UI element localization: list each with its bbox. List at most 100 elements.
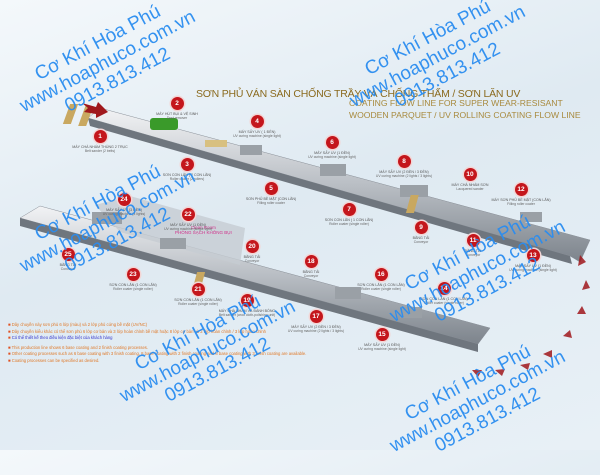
station-name-vn: BĂNG TẢI: [464, 249, 482, 253]
station-name-vn: SƠN CON LĂN (1 CON LĂN): [174, 298, 222, 302]
station-name-en: Roller coater (single roller): [113, 287, 153, 291]
station-name-en: Roller coater (single roller): [178, 302, 218, 306]
lower-conveyor-side: [20, 218, 478, 352]
station-number-badge: 8: [397, 155, 411, 168]
notes-list: Dây chuyền này sơn phủ 6 lớp (màu) và 2 …: [8, 322, 307, 365]
page-title: SƠN PHỦ VÁN SÀN CHỐNG TRẦY VÀ CHỐNG THẤM…: [196, 88, 521, 100]
station-name-vn: BĂNG TẢI: [412, 236, 430, 240]
station-number-badge: 25: [61, 248, 75, 261]
note: Dây chuyền kiểu khác có thể sơn phủ 6 lớ…: [8, 329, 306, 336]
station-number-badge: 5: [264, 182, 278, 195]
station-name-en: Roller coater (single roller): [361, 287, 401, 291]
station-name-en: UV curing machine (2 lights / 3 lights): [287, 329, 345, 333]
note: Coating processes can be specified as de…: [8, 358, 306, 365]
station-name-vn: MÁY SẤY UV (1 ĐÈN): [515, 264, 551, 268]
station-name-vn: BĂNG TẢI: [243, 255, 261, 259]
station-number-badge: 23: [126, 268, 140, 281]
station-name-vn: SƠN CON LĂN (1 CON LĂN): [109, 283, 157, 287]
station-name-vn: MÁY CHÀ NHÁM SƠN: [451, 183, 489, 187]
note: Other coating processes such as 6 base c…: [8, 351, 307, 358]
station-number-badge: 10: [463, 168, 477, 181]
station-number-badge: 4: [250, 115, 264, 128]
station-number-badge: 12: [514, 183, 528, 196]
station-name-vn: BĂNG TẢI: [59, 263, 77, 267]
station-name-vn: MÁY SẤY UV (1 ĐÈN): [170, 223, 206, 227]
station-name-vn: SƠN CON LĂN ( 1 CON LĂN): [324, 218, 374, 222]
station-number-badge: 16: [374, 268, 388, 281]
conveyor-diagram: [19, 102, 591, 377]
station-name-en: UV curing machine (single light): [308, 155, 356, 159]
station-name-en: Conveyor: [413, 240, 429, 244]
station-name-vn: SƠN PHỦ BỀ MẶT (CON LĂN): [245, 197, 297, 201]
station-number-badge: 13: [526, 249, 540, 262]
note: This production line shows 6 base coatin…: [8, 345, 306, 352]
station-number-badge: 18: [304, 255, 318, 268]
station-number-badge: 15: [375, 328, 389, 341]
station-name-vn: MÁY SẤY UV (1 ĐÈN): [364, 343, 400, 347]
station-name-vn: SƠN CON LĂN ( 2 CON LĂN): [162, 173, 212, 177]
station-number-badge: 2: [170, 97, 184, 110]
station-name-vn: MÁY SẤY UV ( 1 ĐÈN): [238, 130, 276, 134]
station-name-vn: MÁY SẤY UV (3 ĐÈN): [106, 208, 142, 212]
station-name-vn: BĂNG TẢI: [302, 270, 320, 274]
station-name-en: Dust remover: [166, 116, 188, 120]
station-name-en: Conveyor: [244, 259, 260, 263]
station-number-badge: 6: [325, 136, 339, 149]
station-number-badge: 1: [93, 130, 107, 143]
station-number-badge: 7: [342, 203, 356, 216]
station-number-badge: 3: [180, 158, 194, 171]
station-name-en: UV curing machine (single light): [509, 268, 557, 272]
station-name-en: UV curing machine (2 lights / 3 lights): [375, 174, 433, 178]
station-name-vn: MÁY SƠN PHỦ BỀ MẶT (CON LĂN): [491, 198, 551, 202]
station-name-vn: MÁY SẤY UV (1 ĐÈN): [314, 151, 350, 155]
clean-room-label: Clean Room PHÒNG SẠCH KHÔNG BỤI: [175, 225, 232, 235]
subtitle-line-2: WOODEN PARQUET / UV ROLLING COATING FLOW…: [349, 110, 581, 120]
station-name-en: Belt sander (2 belts): [84, 149, 116, 153]
station-name-vn: MÁY CHÀ NHÁM THÙNG 2 TRỤC: [72, 145, 128, 149]
station-name-en: Roller coater (2 rollers): [169, 177, 205, 181]
entry-arrow-icon: [82, 102, 108, 118]
station-number-badge: 24: [117, 193, 131, 206]
station-name-en: Belt sander (wool cloth-polishing unit): [218, 313, 276, 317]
station-name-vn: MÁY HÚT BỤI & VỆ SINH: [156, 112, 198, 116]
station-name-en: UV curing machine (single light): [233, 134, 281, 138]
station-name-en: Conveyor: [60, 267, 76, 271]
clean-room-vn: PHÒNG SẠCH KHÔNG BỤI: [175, 230, 232, 235]
station-name-vn: MÁY CHÀ NHÁM VÀ ĐÁNH BÓNG: [218, 309, 276, 313]
station-name-vn: SƠN CON LĂN (1 CON LĂN): [357, 283, 405, 287]
station-number-badge: 9: [414, 221, 428, 234]
subtitle-line-1: COATING FLOW LINE FOR SUPER WEAR-RESISAN…: [349, 98, 563, 108]
upper-conveyor-side: [88, 118, 572, 264]
station-name-en: Roller coater (single roller): [424, 301, 464, 305]
station-name-en: UV curing machine (single light): [164, 227, 212, 231]
station-name-vn: MÁY SẤY UV (2 ĐÈN / 3 ĐÈN): [291, 325, 341, 329]
station-number-badge: 14: [437, 282, 451, 295]
station-number-badge: 22: [181, 208, 195, 221]
station-number-badge: 17: [309, 310, 323, 323]
clean-room-enclosure: [95, 196, 245, 265]
note: Dây chuyền này sơn phủ 6 lớp (màu) và 2 …: [8, 322, 306, 329]
station-name-vn: SƠN CON LĂN (1 CON LĂN): [420, 297, 468, 301]
station-name-en: Conveyor: [303, 274, 319, 278]
station-number-badge: 11: [466, 234, 480, 247]
return-arrows-icon: [472, 255, 590, 377]
